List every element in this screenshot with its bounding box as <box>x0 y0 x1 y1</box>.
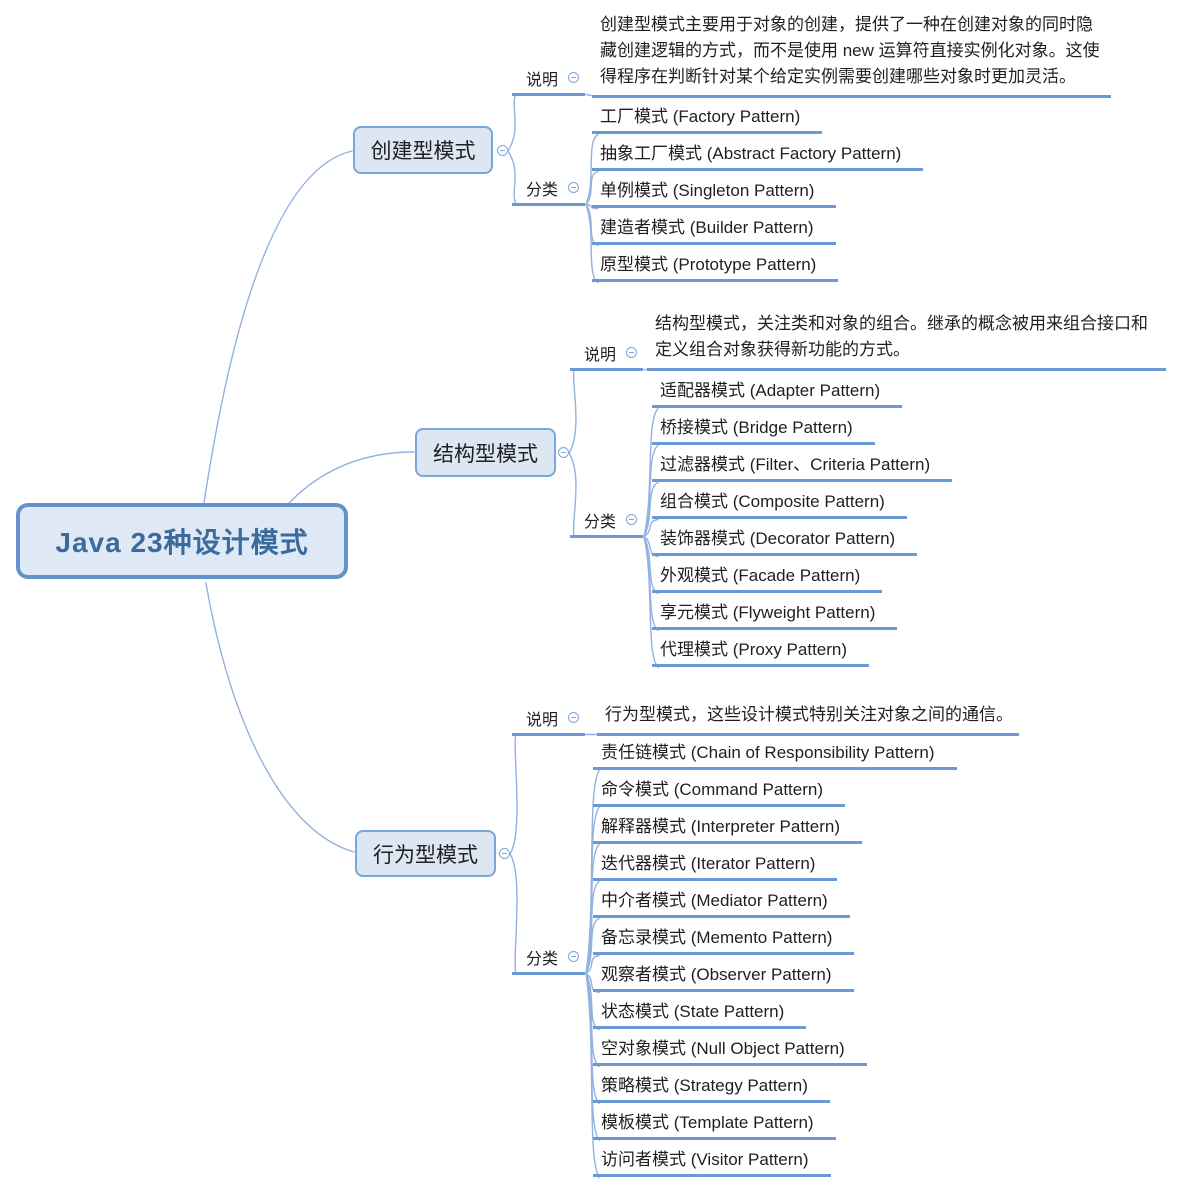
description-topic[interactable]: 结构型模式，关注类和对象的组合。继承的概念被用来组合接口和定义组合对象获得新功能… <box>647 311 1166 371</box>
subtopic-classification-label[interactable]: 分类 <box>512 944 586 975</box>
subtopic-description-label[interactable]: 说明 <box>512 705 586 736</box>
pattern-topic[interactable]: 代理模式 (Proxy Pattern) <box>652 636 870 667</box>
pattern-topic[interactable]: 模板模式 (Template Pattern) <box>593 1109 836 1140</box>
collapse-minus-icon[interactable] <box>568 951 580 962</box>
label-text: 说明 <box>584 346 617 364</box>
pattern-topic[interactable]: 原型模式 (Prototype Pattern) <box>592 251 839 282</box>
label-text: 分类 <box>526 950 559 968</box>
subtopic-description-label[interactable]: 说明 <box>570 340 644 371</box>
pattern-topic[interactable]: 状态模式 (State Pattern) <box>593 998 807 1029</box>
collapse-minus-icon[interactable] <box>568 712 580 723</box>
description-topic[interactable]: 行为型模式，这些设计模式特别关注对象之间的通信。 <box>597 702 1019 736</box>
pattern-topic[interactable]: 观察者模式 (Observer Pattern) <box>593 961 854 992</box>
collapse-minus-icon[interactable] <box>626 347 638 358</box>
branch-topic-creational[interactable]: 创建型模式 <box>353 126 493 174</box>
branch-topic-behavioral[interactable]: 行为型模式 <box>355 830 496 877</box>
collapse-minus-icon[interactable] <box>497 145 508 156</box>
pattern-topic[interactable]: 工厂模式 (Factory Pattern) <box>592 103 823 134</box>
pattern-topic[interactable]: 中介者模式 (Mediator Pattern) <box>593 887 850 918</box>
subtopic-classification-label[interactable]: 分类 <box>570 507 644 538</box>
pattern-topic[interactable]: 命令模式 (Command Pattern) <box>593 776 845 807</box>
label-text: 分类 <box>584 513 617 531</box>
pattern-topic[interactable]: 迭代器模式 (Iterator Pattern) <box>593 850 838 881</box>
collapse-minus-icon[interactable] <box>568 182 580 193</box>
pattern-list: 适配器模式 (Adapter Pattern) 桥接模式 (Bridge Patt… <box>652 377 953 673</box>
collapse-minus-icon[interactable] <box>568 72 580 83</box>
collapse-minus-icon[interactable] <box>499 848 510 859</box>
pattern-topic[interactable]: 责任链模式 (Chain of Responsibility Pattern) <box>593 739 957 770</box>
pattern-topic[interactable]: 访问者模式 (Visitor Pattern) <box>593 1146 831 1177</box>
pattern-list: 工厂模式 (Factory Pattern) 抽象工厂模式 (Abstract F… <box>592 103 924 288</box>
pattern-topic[interactable]: 装饰器模式 (Decorator Pattern) <box>652 525 918 556</box>
pattern-topic[interactable]: 策略模式 (Strategy Pattern) <box>593 1072 830 1103</box>
pattern-topic[interactable]: 享元模式 (Flyweight Pattern) <box>652 599 898 630</box>
pattern-topic[interactable]: 组合模式 (Composite Pattern) <box>652 488 907 519</box>
pattern-topic[interactable]: 过滤器模式 (Filter、Criteria Pattern) <box>652 451 953 482</box>
description-topic[interactable]: 创建型模式主要用于对象的创建，提供了一种在创建对象的同时隐藏创建逻辑的方式，而不… <box>592 12 1111 98</box>
subtopic-description-label[interactable]: 说明 <box>512 65 586 96</box>
label-text: 说明 <box>526 711 559 729</box>
collapse-minus-icon[interactable] <box>558 447 569 458</box>
pattern-topic[interactable]: 解释器模式 (Interpreter Pattern) <box>593 813 863 844</box>
pattern-topic[interactable]: 建造者模式 (Builder Pattern) <box>592 214 836 245</box>
label-text: 说明 <box>526 71 559 89</box>
pattern-list: 责任链模式 (Chain of Responsibility Pattern) 命… <box>593 739 957 1183</box>
pattern-topic[interactable]: 桥接模式 (Bridge Pattern) <box>652 414 875 445</box>
subtopic-classification-label[interactable]: 分类 <box>512 175 586 206</box>
pattern-topic[interactable]: 外观模式 (Facade Pattern) <box>652 562 883 593</box>
collapse-minus-icon[interactable] <box>626 514 638 525</box>
branch-topic-structural[interactable]: 结构型模式 <box>415 428 556 477</box>
pattern-topic[interactable]: 空对象模式 (Null Object Pattern) <box>593 1035 867 1066</box>
label-text: 分类 <box>526 181 559 199</box>
pattern-topic[interactable]: 备忘录模式 (Memento Pattern) <box>593 924 855 955</box>
pattern-topic[interactable]: 适配器模式 (Adapter Pattern) <box>652 377 903 408</box>
pattern-topic[interactable]: 单例模式 (Singleton Pattern) <box>592 177 837 208</box>
root-topic[interactable]: Java 23种设计模式 <box>16 503 348 579</box>
pattern-topic[interactable]: 抽象工厂模式 (Abstract Factory Pattern) <box>592 140 924 171</box>
